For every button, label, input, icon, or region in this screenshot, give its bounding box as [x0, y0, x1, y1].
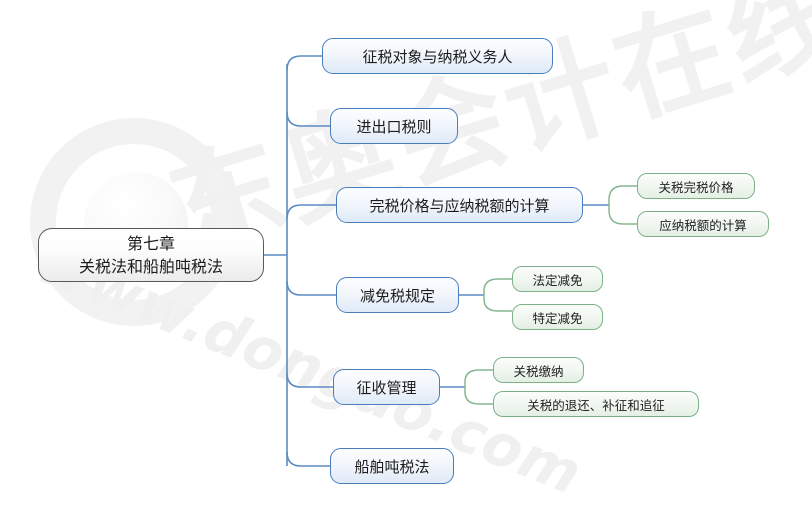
branch-node-4[interactable]: 减免税规定	[336, 277, 459, 313]
branch-node-3-label: 完税价格与应纳税额的计算	[369, 196, 550, 215]
root-node[interactable]: 第七章 关税法和船舶吨税法	[38, 228, 264, 282]
branch-node-6[interactable]: 船舶吨税法	[330, 448, 454, 484]
branch-node-3[interactable]: 完税价格与应纳税额的计算	[336, 187, 583, 223]
link-branch-6	[286, 451, 330, 467]
leaf-node-3-1[interactable]: 关税完税价格	[637, 173, 755, 199]
leaf-node-5-2-label: 关税的退还、补征和追征	[527, 397, 665, 413]
link-branch-5	[286, 372, 333, 388]
leaf-node-4-1[interactable]: 法定减免	[512, 266, 603, 292]
link-branch-2	[286, 111, 330, 127]
branch-node-2-label: 进出口税则	[356, 117, 432, 136]
root-node-line2: 关税法和船舶吨税法	[78, 257, 223, 276]
watermark-ring-icon	[30, 118, 238, 326]
branch-node-5-label: 征收管理	[356, 378, 417, 397]
link-branch-4	[286, 280, 336, 296]
branch-node-6-label: 船舶吨税法	[354, 457, 430, 476]
root-node-line1: 第七章	[126, 234, 175, 253]
branch-node-2[interactable]: 进出口税则	[330, 108, 458, 144]
branch-node-1-label: 征税对象与纳税义务人	[362, 47, 513, 66]
branch-node-5[interactable]: 征收管理	[333, 369, 440, 405]
link-bracket-4	[483, 278, 512, 312]
link-branch-1	[286, 55, 322, 71]
leaf-node-4-2-label: 特定减免	[532, 310, 583, 326]
leaf-node-3-2[interactable]: 应纳税额的计算	[637, 211, 769, 237]
branch-node-4-label: 减免税规定	[359, 286, 435, 305]
link-bracket-5	[464, 369, 493, 405]
link-branch-3	[286, 204, 336, 220]
leaf-node-3-2-label: 应纳税额的计算	[659, 217, 747, 233]
leaf-node-5-2[interactable]: 关税的退还、补征和追征	[493, 391, 699, 417]
branch-node-1[interactable]: 征税对象与纳税义务人	[322, 38, 553, 74]
leaf-node-5-1-label: 关税缴纳	[513, 363, 564, 379]
leaf-node-4-2[interactable]: 特定减免	[512, 304, 603, 330]
leaf-node-4-1-label: 法定减免	[532, 272, 583, 288]
link-bracket-3	[608, 185, 637, 225]
leaf-node-5-1[interactable]: 关税缴纳	[493, 357, 584, 383]
leaf-node-3-1-label: 关税完税价格	[658, 179, 734, 195]
